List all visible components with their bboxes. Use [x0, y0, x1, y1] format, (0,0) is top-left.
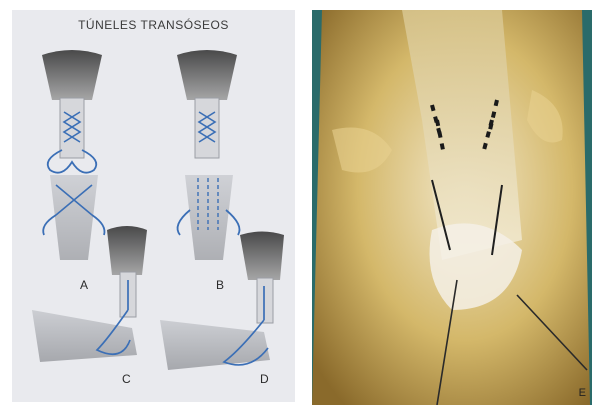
tendon-d [257, 278, 273, 323]
figure-b [177, 50, 240, 260]
muscle-b [177, 50, 237, 100]
muscle-d [240, 232, 284, 281]
label-b: B [216, 278, 224, 292]
tendon-b [195, 98, 219, 158]
bone-a [50, 175, 98, 260]
label-d: D [260, 372, 269, 386]
dissection-photo [312, 10, 592, 405]
transosseous-tunnels-illustration [12, 10, 295, 402]
bone-b [185, 175, 233, 260]
muscle-c [107, 226, 147, 275]
surgical-diagram-panel: TÚNELES TRANSÓSEOS [12, 10, 295, 402]
cadaver-dissection-panel: E [312, 10, 592, 405]
label-c: C [122, 372, 131, 386]
tendon-a [60, 98, 84, 158]
label-a: A [80, 278, 88, 292]
label-e: E [579, 387, 586, 399]
bone-d [160, 320, 270, 370]
muscle-a [42, 50, 102, 100]
bone-c [32, 310, 137, 362]
figure-a [42, 50, 105, 260]
